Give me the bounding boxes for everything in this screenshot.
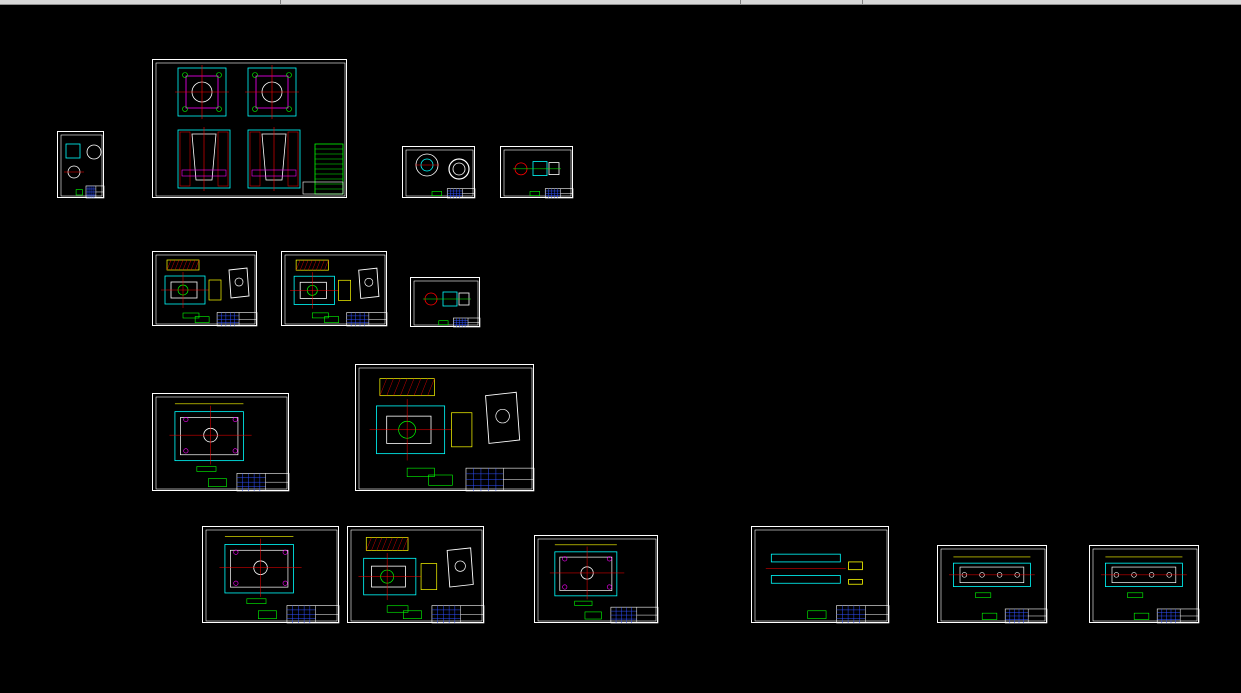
sheet-small-insert-geometry xyxy=(413,280,481,328)
sheet-plate-6-geometry xyxy=(940,548,1048,624)
toolbar-strip xyxy=(0,0,1241,5)
sheet-support-plate-geometry xyxy=(754,529,890,624)
sheet-part-small-vertical[interactable] xyxy=(57,131,105,199)
sheet-plate-1-geometry xyxy=(155,254,258,327)
sheet-plate-7-geometry xyxy=(1092,548,1200,624)
sheet-plate-2-geometry xyxy=(284,254,388,327)
sheet-plate-5-geometry xyxy=(537,538,659,624)
sheet-support-plate[interactable] xyxy=(751,526,890,624)
sheet-plate-1[interactable] xyxy=(152,251,258,327)
sheet-assembly-main-geometry xyxy=(155,62,346,197)
sheet-cavity-plate-geometry xyxy=(155,396,290,492)
sheet-core-plate[interactable] xyxy=(355,364,535,492)
sheet-plate-5[interactable] xyxy=(534,535,659,624)
sheet-part-small-vertical-geometry xyxy=(60,134,105,199)
sheet-assembly-main[interactable] xyxy=(152,59,347,198)
sheet-ring-part-geometry xyxy=(405,149,476,199)
sheet-plate-2[interactable] xyxy=(281,251,388,327)
sheet-cavity-plate[interactable] xyxy=(152,393,290,492)
sheet-plate-6[interactable] xyxy=(937,545,1048,624)
sheet-ring-part[interactable] xyxy=(402,146,476,199)
sheet-plate-3[interactable] xyxy=(202,526,340,624)
sheet-small-part[interactable] xyxy=(500,146,574,199)
sheet-core-plate-geometry xyxy=(358,367,535,492)
sheet-plate-4-geometry xyxy=(350,529,485,624)
sheet-small-part-geometry xyxy=(503,149,574,199)
sheet-plate-7[interactable] xyxy=(1089,545,1200,624)
sheet-plate-3-geometry xyxy=(205,529,340,624)
sheet-plate-4[interactable] xyxy=(347,526,485,624)
sheet-small-insert[interactable] xyxy=(410,277,481,328)
